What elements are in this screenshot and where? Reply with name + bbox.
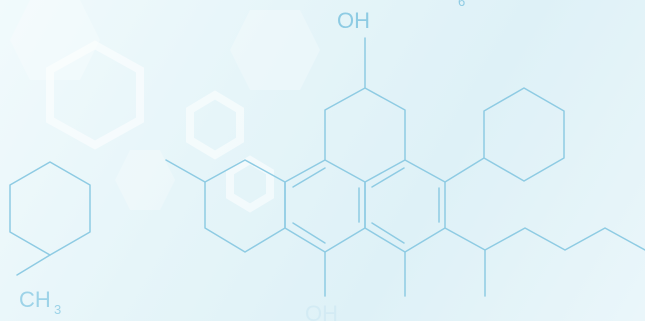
faint-hexagon: [226, 155, 274, 213]
right-cyclohexane-ring: [483, 87, 565, 182]
faint-hexagon-fill: [115, 150, 175, 210]
middle-aromatic-ring: [284, 159, 366, 253]
right-aromatic-ring: [364, 159, 446, 253]
left-methyl-substituent: [165, 159, 206, 183]
ch3-label: CH: [19, 287, 51, 312]
left-outer-ring: [204, 159, 286, 253]
right-double-bond: [371, 167, 405, 188]
oh-top-label: OH: [337, 8, 370, 33]
top-fragment-subscript: 6: [458, 0, 466, 9]
cyclohexyl-bond: [444, 157, 485, 183]
ch3-subscript: 3: [54, 302, 62, 317]
left-methyl-bond: [16, 254, 51, 276]
left-cyclohexane-ring: [9, 161, 91, 256]
top-ring: [324, 87, 406, 161]
middle-double-bond: [292, 167, 326, 188]
oh-bottom-label: OH: [305, 301, 338, 321]
faint-hexagon-fill: [230, 10, 320, 90]
alkyl-side-chain: [444, 227, 645, 251]
right-double-bond: [371, 222, 405, 244]
faint-hexagon-fill: [10, 0, 100, 80]
faint-hexagon: [46, 40, 144, 150]
middle-double-bond: [292, 222, 326, 244]
faint-hexagon: [186, 90, 244, 160]
